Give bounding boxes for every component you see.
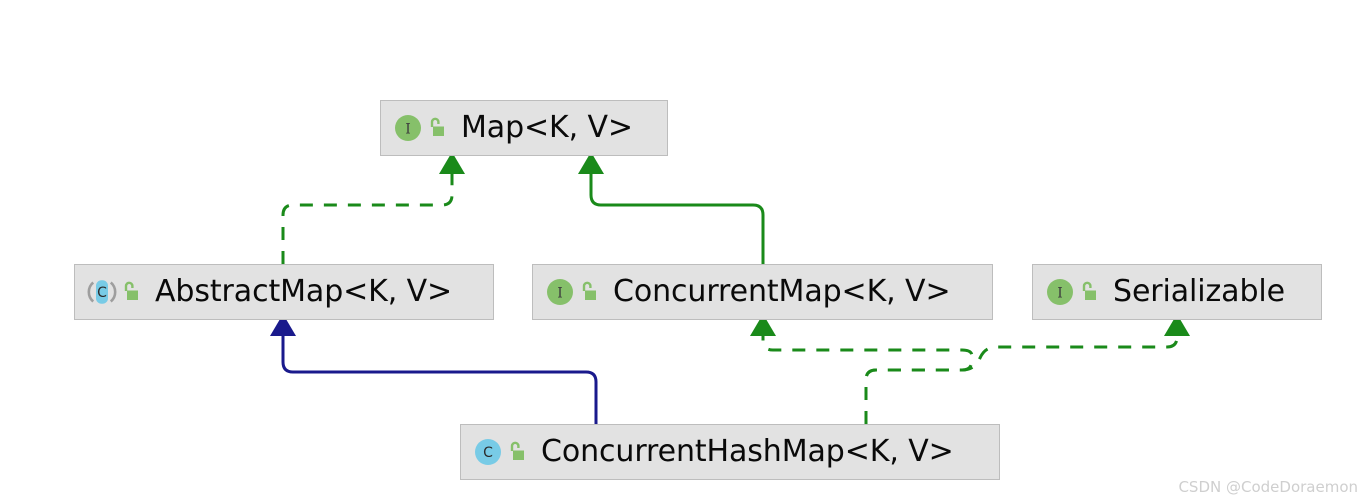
arrowhead-abstractmap-implements-map xyxy=(439,152,465,174)
svg-text:I: I xyxy=(1057,286,1063,302)
interface-icon: I xyxy=(545,277,575,307)
watermark-text: CSDN @CodeDoraemon xyxy=(1178,478,1358,496)
edge-abstractmap-implements-map xyxy=(281,172,454,264)
class-name-label: Serializable xyxy=(1113,274,1285,309)
unlocked-padlock-icon xyxy=(117,281,140,303)
class-box-serializable[interactable]: I Serializable xyxy=(1032,264,1322,320)
class-box-map[interactable]: I Map<K, V> xyxy=(380,100,668,156)
svg-text:I: I xyxy=(405,122,411,138)
arrowhead-concurrenthashmap-implements-serializable xyxy=(1164,314,1190,336)
class-box-concurrentmap[interactable]: I ConcurrentMap<K, V> xyxy=(532,264,993,320)
interface-icon: I xyxy=(393,113,423,143)
class-icon: C xyxy=(473,437,503,467)
edge-concurrenthashmap-implements-concurrentmap xyxy=(761,334,974,424)
interface-icon: I xyxy=(1045,277,1075,307)
abstract-class-icon: C xyxy=(87,277,117,307)
arrowhead-concurrenthashmap-implements-concurrentmap xyxy=(750,314,776,336)
class-box-abstractmap[interactable]: C AbstractMap<K, V> xyxy=(74,264,494,320)
svg-text:I: I xyxy=(557,286,563,302)
class-name-label: ConcurrentMap<K, V> xyxy=(613,274,951,309)
unlocked-padlock-icon xyxy=(423,117,446,139)
unlocked-padlock-icon xyxy=(503,441,526,463)
class-name-label: AbstractMap<K, V> xyxy=(155,274,453,309)
edge-concurrentmap-extends-map xyxy=(589,172,765,264)
unlocked-padlock-icon xyxy=(575,281,598,303)
unlocked-padlock-icon xyxy=(1075,281,1098,303)
class-box-concurrenthashmap[interactable]: C ConcurrentHashMap<K, V> xyxy=(460,424,1000,480)
arrowhead-concurrentmap-extends-map xyxy=(578,152,604,174)
class-name-label: Map<K, V> xyxy=(461,110,633,145)
edge-concurrenthashmap-extends-abstractmap xyxy=(281,334,598,424)
svg-text:C: C xyxy=(97,285,107,301)
svg-text:C: C xyxy=(483,445,493,461)
edge-concurrenthashmap-implements-serializable xyxy=(864,334,1179,424)
class-name-label: ConcurrentHashMap<K, V> xyxy=(541,434,954,469)
arrowhead-concurrenthashmap-extends-abstractmap xyxy=(270,314,296,336)
